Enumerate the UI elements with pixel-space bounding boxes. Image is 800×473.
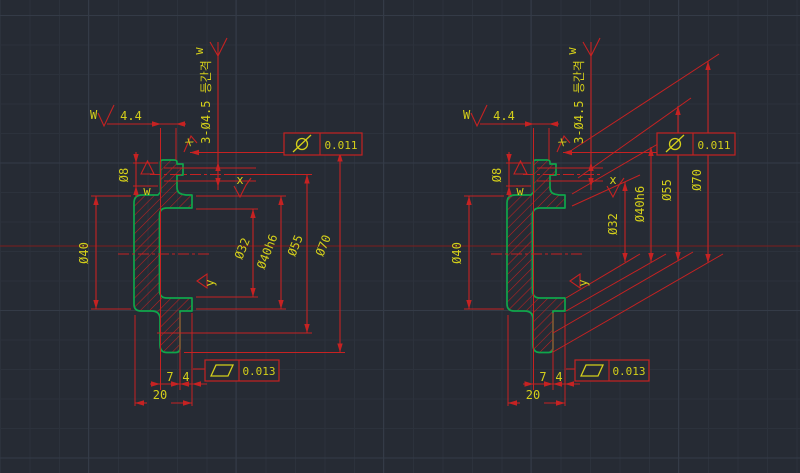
flatness-tolerance: 0.013	[242, 365, 275, 378]
dia40h6-dim: Ø40h6	[254, 232, 281, 271]
flatness-icon	[209, 364, 235, 377]
circular-runout-icon	[292, 134, 312, 153]
step-length-dim: 4	[182, 370, 189, 384]
datum-y: y	[203, 279, 217, 286]
overall-length-dim: 20	[153, 388, 167, 402]
overall-length-dim: 20	[526, 388, 540, 402]
holes-note: 3-Ø4.5 등간격	[572, 60, 586, 144]
finish-mark-w-dia8: w	[143, 184, 151, 198]
dia70-dim: Ø70	[690, 169, 704, 191]
section-hatch[interactable]	[133, 159, 194, 354]
dia40h6-dim: Ø40h6	[633, 186, 647, 222]
circular-runout-icon	[665, 134, 685, 153]
dimension-lines[interactable]	[91, 37, 345, 406]
flatness-frame[interactable]: 0.013	[204, 359, 280, 382]
annotations[interactable]: W 4.4 w 3-Ø4.5 등간격 x Ø8 w x Ø40 Ø32 Ø40h…	[77, 47, 334, 402]
runout-frame[interactable]: 0.011	[283, 132, 363, 156]
dia40-dim: Ø40	[77, 242, 91, 264]
datum-y: y	[576, 279, 590, 286]
flatness-tolerance: 0.013	[612, 365, 645, 378]
dia40-dim: Ø40	[450, 242, 464, 264]
finish-mark-w-top: w	[192, 47, 206, 55]
datum-x-upper: x	[181, 135, 197, 149]
finish-mark-W: W	[463, 108, 471, 122]
finish-mark-w-top: w	[565, 47, 579, 55]
boss-width-dim: 4.4	[120, 109, 142, 123]
stem-length-dim: 7	[166, 370, 173, 384]
boss-width-dim: 4.4	[493, 109, 515, 123]
dia8-dim: Ø8	[490, 168, 504, 182]
flatness-icon	[579, 364, 605, 377]
datum-x-lower: x	[609, 173, 616, 187]
flatness-frame[interactable]: 0.013	[574, 359, 650, 382]
annotations[interactable]: W 4.4 w 3-Ø4.5 등간격 x Ø8 w x Ø40 Ø32 Ø40h…	[450, 47, 704, 402]
dimension-lines[interactable]	[464, 37, 724, 406]
dia70-dim: Ø70	[313, 233, 334, 258]
step-length-dim: 4	[555, 370, 562, 384]
right-drawing: 0.011 0.013 W 4.4 w 3-Ø4.5 등간격 x Ø8 w x …	[450, 37, 736, 406]
finish-mark-W: W	[90, 108, 98, 122]
section-hatch[interactable]	[506, 159, 567, 354]
dia8-dim: Ø8	[117, 168, 131, 182]
dia55-dim: Ø55	[285, 233, 306, 258]
finish-mark-w-dia8: w	[516, 184, 524, 198]
runout-tolerance: 0.011	[697, 139, 730, 152]
runout-frame[interactable]: 0.011	[656, 132, 736, 156]
holes-note: 3-Ø4.5 등간격	[199, 60, 213, 144]
datum-x-upper: x	[554, 135, 570, 149]
stem-length-dim: 7	[539, 370, 546, 384]
left-drawing: 0.011 0.013 W 4.4 w 3-Ø4.5 등간격 x Ø8 w x …	[77, 37, 363, 406]
dia32-dim: Ø32	[232, 236, 253, 261]
runout-tolerance: 0.011	[324, 139, 357, 152]
datum-x-lower: x	[236, 173, 243, 187]
dia55-dim: Ø55	[660, 179, 674, 201]
dia32-dim: Ø32	[606, 213, 620, 235]
